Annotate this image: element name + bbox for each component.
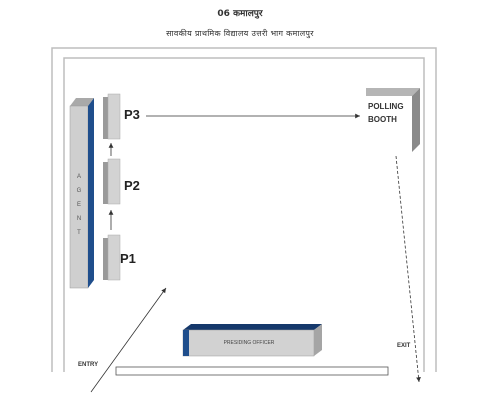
polling-booth: [366, 88, 420, 152]
header-line-2: सावकीय प्राथमिक विद्यालय उत्तरी भाग कमाल…: [166, 29, 314, 38]
p1-label: P1: [120, 251, 136, 266]
entry-label: ENTRY: [78, 362, 99, 368]
polling-booth-line-1: POLLING: [368, 102, 404, 111]
agent-table: [69, 98, 94, 289]
p3-label: P3: [124, 107, 140, 122]
p2-label: P2: [124, 178, 140, 193]
p1-desk: [103, 234, 121, 281]
p2-desk: [103, 158, 121, 205]
entrance-threshold: [115, 366, 389, 376]
exit-label: EXIT: [397, 343, 411, 349]
polling-booth-line-2: BOOTH: [368, 115, 397, 124]
presiding-officer-label: PRESIDING OFFICER: [223, 340, 275, 346]
arrow-entry: [90, 287, 167, 393]
polling-booth-label: POLLING BOOTH: [368, 100, 404, 126]
presiding-officer-table: [182, 324, 322, 357]
header-line-1: 06 कमालपुर: [217, 9, 263, 19]
room-walls: [51, 47, 437, 372]
arrow-booth-to-exit: [395, 155, 421, 383]
p3-desk: [103, 93, 121, 140]
